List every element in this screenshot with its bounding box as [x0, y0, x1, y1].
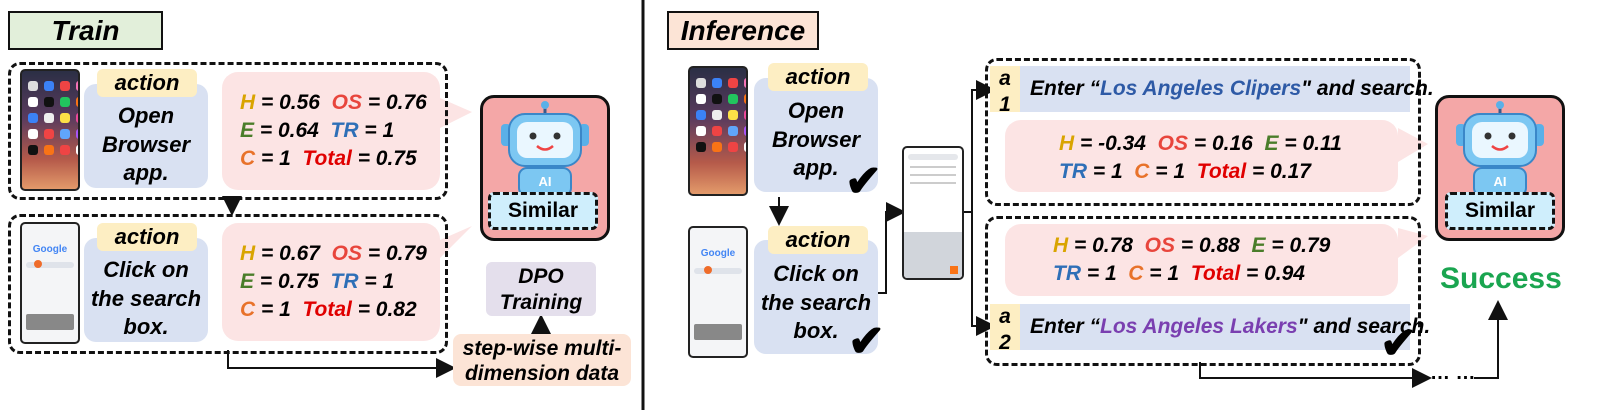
train-phone-search: Google [20, 222, 80, 344]
train-step2-scores: H = 0.67 OS = 0.79 E = 0.75 TR = 1 C = 1… [222, 223, 440, 341]
infer-a1-frame [985, 58, 1421, 206]
train-step2-action: Click on the search box. [84, 238, 208, 342]
train-step2-action-tag: action [97, 223, 197, 251]
train-phone-home [20, 69, 80, 191]
train-step2-frame [8, 214, 448, 354]
infer-a2-goal: Enter “Los Angeles Lakers" and search. [1018, 304, 1430, 350]
infer-step1-action: Open Browser app. [754, 78, 878, 192]
check-icon: ✔ [1380, 319, 1417, 368]
success-arrow [1474, 300, 1508, 379]
infer-to-keyboard-arrow [878, 202, 906, 294]
train-step1-action: Open Browser app. [84, 84, 208, 188]
check-icon: ✔ [845, 157, 882, 206]
stepwise-data-box: step-wise multi- dimension data [453, 334, 631, 386]
infer-a1-scores: H = -0.34 OS = 0.16 E = 0.11 TR = 1 C = … [1005, 120, 1398, 192]
train-step1-action-tag: action [97, 69, 197, 97]
infer-step2-action-tag: action [768, 226, 868, 254]
inference-title: Inference [667, 11, 819, 50]
infer-phone-home [688, 66, 748, 196]
check-icon: ✔ [848, 317, 885, 366]
infer-step1-action-tag: action [768, 63, 868, 91]
google-logo: Google [32, 244, 68, 255]
tap-dot [34, 260, 42, 268]
search-bar [26, 262, 74, 268]
infer-a2-frame [985, 216, 1421, 366]
branch-a1-arrow [962, 80, 996, 213]
train-pointer-1 [440, 98, 472, 128]
train-similar-label: Similar [488, 192, 598, 230]
robot-ai-label: AI [1493, 174, 1507, 189]
success-label: Success [1440, 262, 1562, 295]
infer-step2-action: Click on the search box. [754, 240, 878, 354]
train-pointer-2 [440, 226, 472, 258]
train-step1-frame [8, 62, 448, 200]
robot-icon [501, 101, 589, 197]
train-step1-scores: H = 0.56 OS = 0.76 E = 0.64 TR = 1 C = 1… [222, 72, 440, 190]
infer-phone-search: Google [688, 226, 748, 358]
train-title: Train [8, 11, 163, 50]
infer-similar-label: Similar [1445, 192, 1555, 230]
robot-ai-label: AI [538, 174, 552, 189]
infer-a1-goal: Enter “Los Angeles Clipers" and search. [1018, 66, 1434, 112]
infer-pointer-1 [1398, 128, 1428, 162]
google-logo: Google [700, 248, 736, 259]
ellipsis: … … [1430, 362, 1476, 384]
search-bar [694, 268, 742, 274]
infer-phone-keyboard [902, 146, 964, 280]
train-data-arrow [227, 350, 456, 378]
robot-icon [1456, 101, 1544, 197]
tap-dot [704, 266, 712, 274]
continue-arrow [1199, 362, 1432, 388]
infer-a2-scores: H = 0.78 OS = 0.88 E = 0.79 TR = 1 C = 1… [1005, 224, 1398, 296]
dpo-training-box: DPO Training [486, 262, 596, 316]
